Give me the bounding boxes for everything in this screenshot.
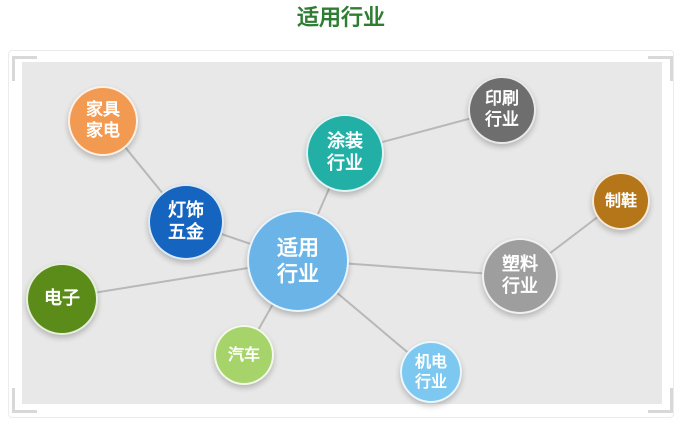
node-label: 家具 家电 xyxy=(86,99,120,141)
node-zhixie: 制鞋 xyxy=(592,172,650,230)
node-yinshua-hangye: 印刷 行业 xyxy=(468,76,536,144)
node-dengshi-wujin: 灯饰 五金 xyxy=(148,184,224,260)
frame-corner xyxy=(648,56,673,81)
frame-corner xyxy=(648,388,673,413)
node-label: 灯饰 五金 xyxy=(168,199,204,244)
node-jiaju-jiadian: 家具 家电 xyxy=(68,86,138,156)
node-label: 汽车 xyxy=(227,345,260,364)
node-label: 适用 行业 xyxy=(277,235,319,286)
page-title: 适用行业 xyxy=(296,6,385,31)
frame-corner xyxy=(12,56,37,81)
node-label: 涂装 行业 xyxy=(327,130,363,175)
node-label: 制鞋 xyxy=(604,191,637,210)
panel-frame xyxy=(8,50,674,418)
node-dianzi: 电子 xyxy=(26,263,98,335)
node-label: 机电 行业 xyxy=(414,352,447,391)
node-center-shiyong-hangye: 适用 行业 xyxy=(247,210,349,312)
node-label: 印刷 行业 xyxy=(485,88,519,130)
node-label: 电子 xyxy=(44,287,80,309)
node-suliao-hangye: 塑料 行业 xyxy=(482,238,558,314)
node-jidian-hangye: 机电 行业 xyxy=(400,341,462,403)
frame-corner xyxy=(12,388,37,413)
node-label: 塑料 行业 xyxy=(502,253,538,298)
node-tuzhuang-hangye: 涂装 行业 xyxy=(306,114,384,192)
node-qiche: 汽车 xyxy=(214,325,274,385)
